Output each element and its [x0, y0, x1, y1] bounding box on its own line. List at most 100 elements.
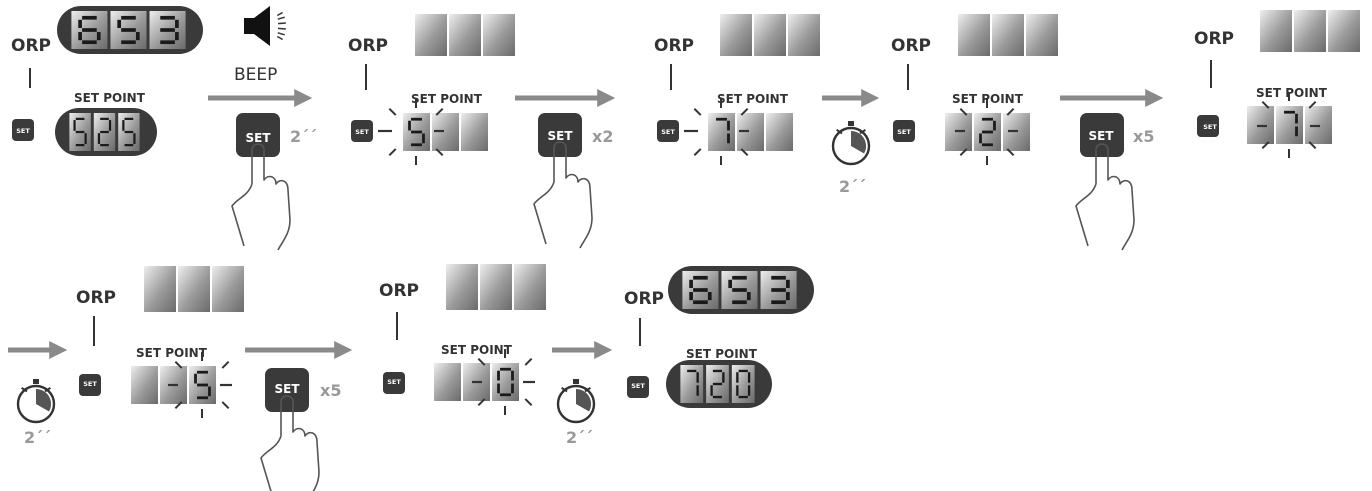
set-key-label: SET: [1203, 123, 1217, 131]
set-key-label: SET: [387, 378, 401, 386]
lcd-digit: [69, 113, 91, 151]
lcd-cell: [1294, 10, 1326, 52]
wait-time-label: 2´´: [839, 177, 866, 196]
ray: [524, 357, 533, 366]
set-point-label: SET POINT: [441, 343, 513, 357]
stopwatch-icon: [831, 121, 871, 166]
lcd-cell: [144, 266, 176, 312]
set-key-label: SET: [547, 129, 573, 143]
hold-time-label: 2´´: [290, 127, 317, 146]
set-key-label: SET: [355, 128, 369, 136]
lcd-cell: [1328, 10, 1360, 52]
ray: [693, 148, 702, 157]
lcd-cell: [449, 14, 481, 56]
stopwatch-icon: [556, 379, 596, 424]
lcd-digit: [149, 11, 186, 49]
ray: [740, 148, 749, 157]
hand-press-icon: [533, 141, 593, 249]
arrows-layer: [8, 89, 1164, 359]
ray: [959, 107, 968, 116]
set-button: [1080, 113, 1124, 157]
watch-crown: [33, 379, 39, 384]
ray: [174, 401, 183, 410]
lcd-digit: [71, 11, 108, 49]
lcd-cell: [415, 14, 447, 56]
blink-rays-icon: [388, 99, 444, 165]
ray: [1006, 148, 1015, 157]
watch-crown: [848, 121, 854, 126]
beep-label: BEEP: [234, 65, 277, 85]
orp-label: ORP: [624, 289, 664, 309]
set-key-label: SET: [1088, 129, 1114, 143]
lcd-cell: [446, 264, 478, 310]
blinking-digit: [1276, 106, 1303, 144]
blink-rays-icon: [477, 349, 533, 415]
press-count-label: x5: [320, 381, 341, 400]
lcd-cell: [131, 366, 158, 404]
set-button: [657, 120, 679, 142]
watch-crown: [573, 379, 579, 384]
watch-sector: [36, 388, 52, 412]
ray: [221, 401, 230, 410]
blinking-digit: [974, 113, 1001, 151]
set-key-label: SET: [897, 128, 911, 136]
speaker-body: [244, 18, 254, 34]
blinking-digit: [708, 113, 735, 151]
lcd-cell: [483, 14, 515, 56]
blank-display: [144, 266, 244, 312]
press-count-label: x5: [1133, 127, 1154, 146]
lcd-digit: [721, 271, 758, 309]
ray: [740, 107, 749, 116]
blank-display: [1260, 10, 1360, 52]
set-point-label: SET POINT: [74, 91, 146, 105]
lcd-cell: [766, 113, 793, 151]
set-button: [538, 113, 582, 157]
sound-wave: [277, 32, 285, 36]
watch-tick: [21, 386, 28, 393]
wait-time-label: 2´´: [24, 428, 51, 447]
lcd-cell: [1026, 14, 1058, 56]
lcd-digit: [760, 271, 797, 309]
set-key-label: SET: [83, 380, 97, 388]
lcd-cell: [992, 14, 1024, 56]
set-button: [383, 372, 405, 394]
set-button: [79, 374, 101, 396]
watch-tick: [836, 128, 843, 135]
orp-label: ORP: [379, 281, 419, 301]
watch-sector: [576, 388, 592, 412]
blank-display: [720, 14, 820, 56]
ray: [174, 360, 183, 369]
lcd-digit: [680, 365, 704, 403]
wait-time-label: 2´´: [566, 428, 593, 447]
ray: [388, 107, 397, 116]
ray: [959, 148, 968, 157]
orp-label: ORP: [76, 288, 116, 308]
set-key-label: SET: [661, 128, 675, 136]
ray: [1006, 107, 1015, 116]
lcd-digit: [93, 113, 116, 151]
lcd-cell: [720, 14, 752, 56]
set-button: [351, 120, 373, 142]
ray: [435, 107, 444, 116]
lcd-cell: [212, 266, 244, 312]
set-point-label: SET POINT: [411, 92, 483, 106]
lcd-cell: [514, 264, 546, 310]
speaker-cone: [254, 6, 270, 46]
shapes-layer: [12, 6, 1360, 491]
ray: [1261, 100, 1270, 109]
lcd-digit: [110, 11, 147, 49]
ray: [388, 148, 397, 157]
orp-label: ORP: [1194, 29, 1234, 49]
lcd-cell: [788, 14, 820, 56]
blank-display: [958, 14, 1058, 56]
ray: [693, 107, 702, 116]
blinking-digit: [403, 113, 430, 151]
blink-rays-icon: [1261, 92, 1317, 158]
blank-display: [446, 264, 546, 310]
lcd-cell: [754, 14, 786, 56]
ray: [524, 398, 533, 407]
lcd-cell: [461, 113, 488, 151]
blinking-digit: [189, 366, 216, 404]
ray: [1308, 100, 1317, 109]
